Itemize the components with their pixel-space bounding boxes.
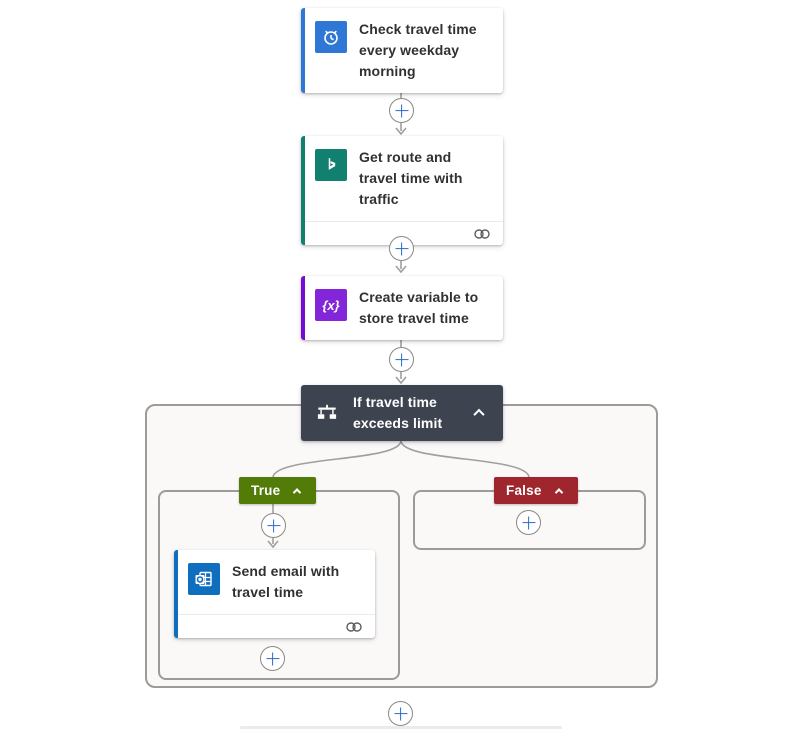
true-branch-label: True — [251, 483, 281, 498]
chevron-up-icon — [293, 487, 302, 497]
accent-bar — [174, 550, 178, 638]
condition-icon — [315, 403, 339, 423]
get-route-title: Get route and travel time with traffic — [359, 149, 463, 207]
insert-step-button[interactable] — [260, 646, 285, 671]
send-email-title: Send email with travel time — [232, 563, 340, 600]
trigger-title: Check travel time every weekday morning — [359, 21, 477, 79]
bing-maps-icon — [315, 149, 347, 181]
accent-bar — [301, 136, 305, 245]
collapse-false-branch-button[interactable] — [548, 480, 570, 502]
chevron-up-icon — [554, 487, 563, 497]
condition-title: If travel time exceeds limit — [353, 394, 443, 431]
insert-step-button[interactable] — [388, 701, 413, 726]
false-branch-label: False — [506, 483, 542, 498]
connection-icon — [346, 621, 362, 632]
accent-bar — [301, 276, 305, 340]
create-variable-title: Create variable to store travel time — [359, 289, 479, 326]
insert-step-button[interactable] — [261, 513, 286, 538]
chevron-up-icon — [473, 408, 485, 421]
get-route-card[interactable]: Get route and travel time with traffic — [301, 136, 503, 245]
connection-icon — [474, 228, 490, 239]
insert-step-button[interactable] — [389, 347, 414, 372]
insert-step-button[interactable] — [389, 236, 414, 261]
false-branch-badge[interactable]: False — [494, 477, 578, 504]
recurrence-icon — [315, 21, 347, 53]
next-card-top-edge — [240, 726, 562, 729]
trigger-card[interactable]: Check travel time every weekday morning — [301, 8, 503, 93]
condition-card[interactable]: If travel time exceeds limit — [301, 385, 503, 441]
send-email-card[interactable]: Send email with travel time — [174, 550, 375, 638]
true-branch-badge[interactable]: True — [239, 477, 317, 504]
outlook-icon — [188, 563, 220, 595]
collapse-condition-button[interactable] — [465, 399, 493, 427]
collapse-true-branch-button[interactable] — [286, 480, 308, 502]
variable-glyph: {x} — [322, 297, 340, 313]
accent-bar — [301, 8, 305, 93]
create-variable-card[interactable]: {x} Create variable to store travel time — [301, 276, 503, 340]
insert-step-button[interactable] — [516, 510, 541, 535]
variable-icon: {x} — [315, 289, 347, 321]
insert-step-button[interactable] — [389, 98, 414, 123]
